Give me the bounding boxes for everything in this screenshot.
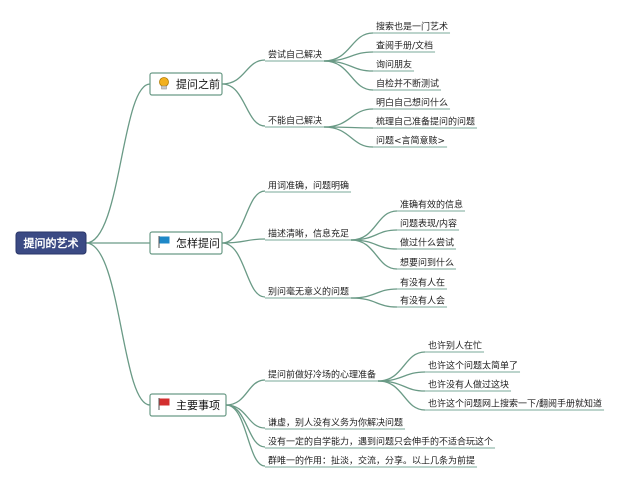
leaf-1-1-2: 做过什么尝试	[400, 237, 454, 249]
blue-flag-icon	[158, 236, 170, 248]
sub-0-1-to-leaf-2-connector	[324, 126, 374, 148]
leaf-2-0-0: 也许别人在忙	[428, 340, 482, 352]
leaf-2-0-3: 也许这个问题网上搜索一下/翻阅手册就知道	[428, 398, 602, 410]
lightbulb-icon	[159, 77, 169, 90]
sub-topic-0-0: 尝试自己解决	[268, 49, 322, 61]
leaf-0-0-2: 询问朋友	[376, 59, 412, 71]
sub-1-2-to-leaf-0-connector	[351, 288, 398, 299]
branch-2-to-sub-2-connector	[225, 404, 266, 448]
sub-topic-0-1: 不能自己解决	[268, 115, 322, 127]
red-flag-icon	[158, 398, 170, 410]
sub-topic-2-2: 没有一定的自学能力，遇到问题只会伸手的不适合玩这个	[268, 436, 493, 448]
branch-label-2: 主要事项	[176, 399, 220, 412]
leaf-1-1-3: 想要问到什么	[400, 257, 454, 269]
sub-2-0-to-leaf-3-connector	[378, 380, 426, 411]
sub-0-0-to-leaf-3-connector	[324, 60, 374, 91]
branch-1-to-sub-0-connector	[221, 190, 266, 244]
branch-node-0[interactable]	[149, 72, 223, 96]
branch-label-1: 怎样提问	[176, 236, 220, 250]
root-label: 提问的艺术	[24, 236, 79, 250]
sub-1-1-to-leaf-3-connector	[351, 239, 398, 270]
leaf-1-2-0: 有没有人在	[400, 277, 445, 289]
node-layer: 提问的艺术 提问之前 尝试自己解决 搜索也是一门艺术查阅手册/文档询问朋友自检并不断测…	[15, 21, 602, 467]
branch-label-0: 提问之前	[176, 77, 220, 91]
leaf-1-1-0: 准确有效的信息	[400, 199, 463, 211]
connector-layer	[85, 32, 605, 468]
leaf-2-0-1: 也许这个问题太简单了	[428, 360, 518, 372]
leaf-0-0-1: 查阅手册/文档	[376, 40, 433, 52]
leaf-1-2-1: 有没有人会	[400, 295, 445, 307]
branch-2-to-sub-0-connector	[225, 379, 266, 406]
leaf-0-1-0: 明白自己想问什么	[376, 97, 448, 109]
leaf-0-1-2: 问题<言简意赅>	[376, 135, 445, 147]
sub-topic-1-1: 描述清晰，信息充足	[268, 228, 349, 240]
sub-topic-1-0: 用词准确，问题明确	[268, 180, 349, 192]
branch-2-to-sub-3-connector	[225, 404, 266, 467]
branch-1-to-sub-1-connector	[221, 238, 266, 244]
root-to-branch-0-connector	[85, 83, 151, 244]
sub-0-1-to-leaf-0-connector	[324, 108, 374, 128]
sub-1-2-to-leaf-1-connector	[351, 297, 398, 308]
root-to-branch-2-connector	[85, 242, 151, 406]
sub-topic-2-1: 谦虚，别人没有义务为你解决问题	[268, 417, 403, 429]
leaf-0-0-3: 自检并不断测试	[376, 78, 439, 90]
sub-topic-1-2: 别问毫无意义的问题	[268, 286, 349, 298]
branch-1-to-sub-2-connector	[221, 242, 266, 298]
leaf-2-0-2: 也许没有人做过这块	[428, 379, 509, 391]
leaf-0-1-1: 梳理自己准备提问的问题	[376, 116, 475, 128]
branch-0-to-sub-0-connector	[221, 59, 266, 85]
leaf-1-1-1: 问题表现/内容	[400, 218, 457, 230]
root-node[interactable]	[15, 231, 87, 255]
sub-topic-2-0: 提问前做好冷场的心理准备	[268, 369, 376, 381]
leaf-0-0-0: 搜索也是一门艺术	[376, 21, 448, 33]
branch-2-to-sub-1-connector	[225, 404, 266, 429]
branch-0-to-sub-1-connector	[221, 83, 266, 127]
sub-topic-2-3: 群唯一的作用：扯淡，交流，分享。以上几条为前提	[268, 455, 475, 467]
